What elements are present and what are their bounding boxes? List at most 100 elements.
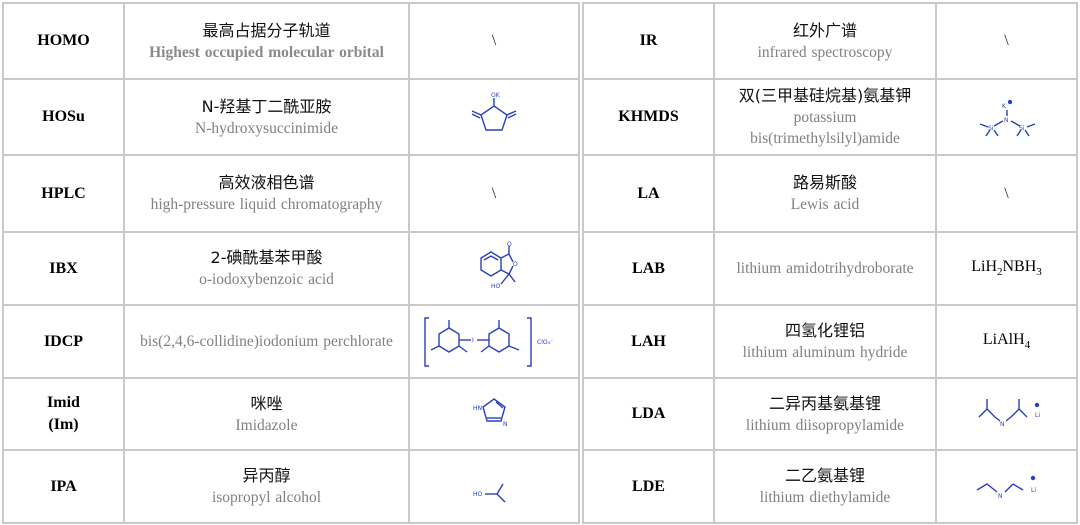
name-cell: 异丙醇 isopropyl alcohol	[123, 449, 410, 524]
abbr-cell: HOMO	[2, 2, 125, 80]
chinese-name: 最高占据分子轨道	[202, 20, 331, 40]
table-row: LAH 四氢化锂铝 lithium aluminum hydride LiAlH…	[582, 304, 1078, 379]
english-name: lithium diisopropylamide	[745, 416, 905, 434]
abbr-cell: HOSu	[2, 78, 125, 156]
chinese-name: 红外广谱	[792, 20, 857, 40]
atom-label: N	[998, 493, 1003, 500]
table-row: IDCP bis(2,4,6-collidine)iodonium perchl…	[2, 304, 580, 379]
name-cell: N-羟基丁二酰亚胺 N-hydroxysuccinimide	[123, 78, 410, 156]
no-structure-mark: \	[491, 184, 497, 202]
table-row: LA 路易斯酸 Lewis acid \	[582, 154, 1078, 233]
name-cell: 双(三甲基硅烷基)氨基钾 potassium bis(trimethylsily…	[713, 78, 937, 156]
table-row: LDE 二乙氨基锂 lithium diethylamide N Li	[582, 449, 1078, 524]
chinese-name: 二异丙基氨基锂	[768, 393, 881, 413]
no-structure-mark: \	[491, 32, 497, 49]
formula-subscript: 4	[1024, 339, 1031, 352]
chinese-name: 四氢化锂铝	[784, 321, 865, 340]
atom-label: N	[1004, 117, 1009, 124]
structure-cell: K N Si Si	[935, 78, 1078, 156]
english-name: lithium amidotrihydroborate	[736, 260, 914, 277]
name-cell: 高效液相色谱 high-pressure liquid chromatograp…	[123, 154, 410, 233]
atom-label: K	[1002, 103, 1007, 110]
atom-label: OK	[491, 92, 501, 99]
chinese-name: 二乙氨基锂	[784, 466, 865, 485]
english-name: high-pressure liquid chromatography	[150, 196, 383, 213]
table-row: KHMDS 双(三甲基硅烷基)氨基钾 potassium bis(trimeth…	[582, 78, 1078, 156]
table-row: Imid (Im) 咪唑 Imidazole HN N	[2, 377, 580, 451]
atom-label: Li	[1035, 412, 1040, 419]
atom-label: Si	[1019, 125, 1025, 132]
english-name: lithium diethylamide	[759, 489, 891, 506]
no-structure-mark: \	[1004, 184, 1009, 202]
chinese-name: 高效液相色谱	[218, 173, 315, 192]
lde-structure-icon: N Li	[967, 475, 1036, 500]
formula-cell: LiH2NBH3	[935, 231, 1078, 306]
structure-cell: OK	[408, 78, 580, 156]
left-table: HOMO 最高占据分子轨道 Highest occupied molecular…	[2, 2, 580, 524]
atom-label: HO	[491, 283, 501, 290]
structure-cell: \	[935, 2, 1078, 80]
table-row: HOSu N-羟基丁二酰亚胺 N-hydroxysuccinimide OK	[2, 78, 580, 156]
atom-label: HN	[473, 405, 482, 412]
structure-cell: N Li	[935, 449, 1078, 524]
structure-cell: N Li	[935, 377, 1078, 451]
table-row: HPLC 高效液相色谱 high-pressure liquid chromat…	[2, 154, 580, 233]
atom-label: O	[507, 241, 512, 248]
atom-label: N	[1000, 421, 1005, 428]
structure-cell: I ClO₄⁻	[408, 304, 580, 379]
formula-part: LiH	[971, 258, 997, 276]
abbr-cell: IPA	[2, 449, 125, 524]
english-name: infrared spectroscopy	[757, 43, 893, 61]
chinese-name: 异丙醇	[242, 466, 291, 485]
atom-label: Si	[988, 125, 994, 132]
abbr-cell: IR	[582, 2, 715, 80]
structure-cell: \	[935, 154, 1078, 233]
atom-label: Li	[1031, 487, 1036, 494]
abbr-cell: LAB	[582, 231, 715, 306]
name-cell: 2-碘酰基苯甲酸 o-iodoxybenzoic acid	[123, 231, 410, 306]
right-table-half: IR 红外广谱 infrared spectroscopy \ KHMDS 双(…	[582, 2, 1078, 524]
chinese-name: N-羟基丁二酰亚胺	[201, 96, 332, 116]
name-cell: 二异丙基氨基锂 lithium diisopropylamide	[713, 377, 937, 451]
n-hydroxysuccinimide-structure-icon: OK	[459, 92, 529, 142]
left-table-half: HOMO 最高占据分子轨道 Highest occupied molecular…	[2, 2, 580, 524]
abbr-cell: IBX	[2, 231, 125, 306]
atom-label: N	[503, 421, 508, 428]
formula-part: LiAlH	[982, 331, 1025, 349]
lda-structure-icon: N Li	[967, 391, 1040, 428]
abbr-cell: HPLC	[2, 154, 125, 233]
name-cell: 路易斯酸 Lewis acid	[713, 154, 937, 233]
abbr-cell: IDCP	[2, 304, 125, 379]
no-structure-mark: \	[1004, 32, 1009, 49]
name-cell: 四氢化锂铝 lithium aluminum hydride	[713, 304, 937, 379]
table-row: LAB lithium amidotrihydroborate LiH2NBH3	[582, 231, 1078, 306]
english-name: isopropyl alcohol	[211, 489, 322, 506]
formula-subscript: 3	[1036, 266, 1042, 279]
chinese-name: 2-碘酰基苯甲酸	[210, 248, 323, 267]
structure-cell: O O HO	[408, 231, 580, 306]
chemical-formula: LiAlH4	[982, 331, 1030, 351]
chinese-name: 双(三甲基硅烷基)氨基钾	[738, 86, 912, 105]
table-row: HOMO 最高占据分子轨道 Highest occupied molecular…	[2, 2, 580, 80]
atom-label: I	[472, 337, 474, 344]
chinese-name: 咪唑	[250, 393, 283, 413]
name-cell: 红外广谱 infrared spectroscopy	[713, 2, 937, 80]
structure-cell: \	[408, 154, 580, 233]
table-row: IPA 异丙醇 isopropyl alcohol HO	[2, 449, 580, 524]
abbr-cell: Imid (Im)	[2, 377, 125, 451]
name-cell: lithium amidotrihydroborate	[713, 231, 937, 306]
english-name: Highest occupied molecular orbital	[149, 43, 384, 61]
english-name: potassium bis(trimethylsilyl)amide	[750, 109, 900, 147]
name-cell: 最高占据分子轨道 Highest occupied molecular orbi…	[123, 2, 410, 80]
counterion-label: ClO₄⁻	[537, 339, 553, 346]
chemical-formula: LiH2NBH3	[971, 258, 1042, 278]
atom-label: O	[513, 261, 518, 268]
abbr-cell: KHMDS	[582, 78, 715, 156]
structure-cell: \	[408, 2, 580, 80]
name-cell: bis(2,4,6-collidine)iodonium perchlorate	[123, 304, 410, 379]
english-name: lithium aluminum hydride	[742, 344, 908, 361]
name-cell: 咪唑 Imidazole	[123, 377, 410, 451]
abbr-cell: LDA	[582, 377, 715, 451]
abbr-cell: LDE	[582, 449, 715, 524]
